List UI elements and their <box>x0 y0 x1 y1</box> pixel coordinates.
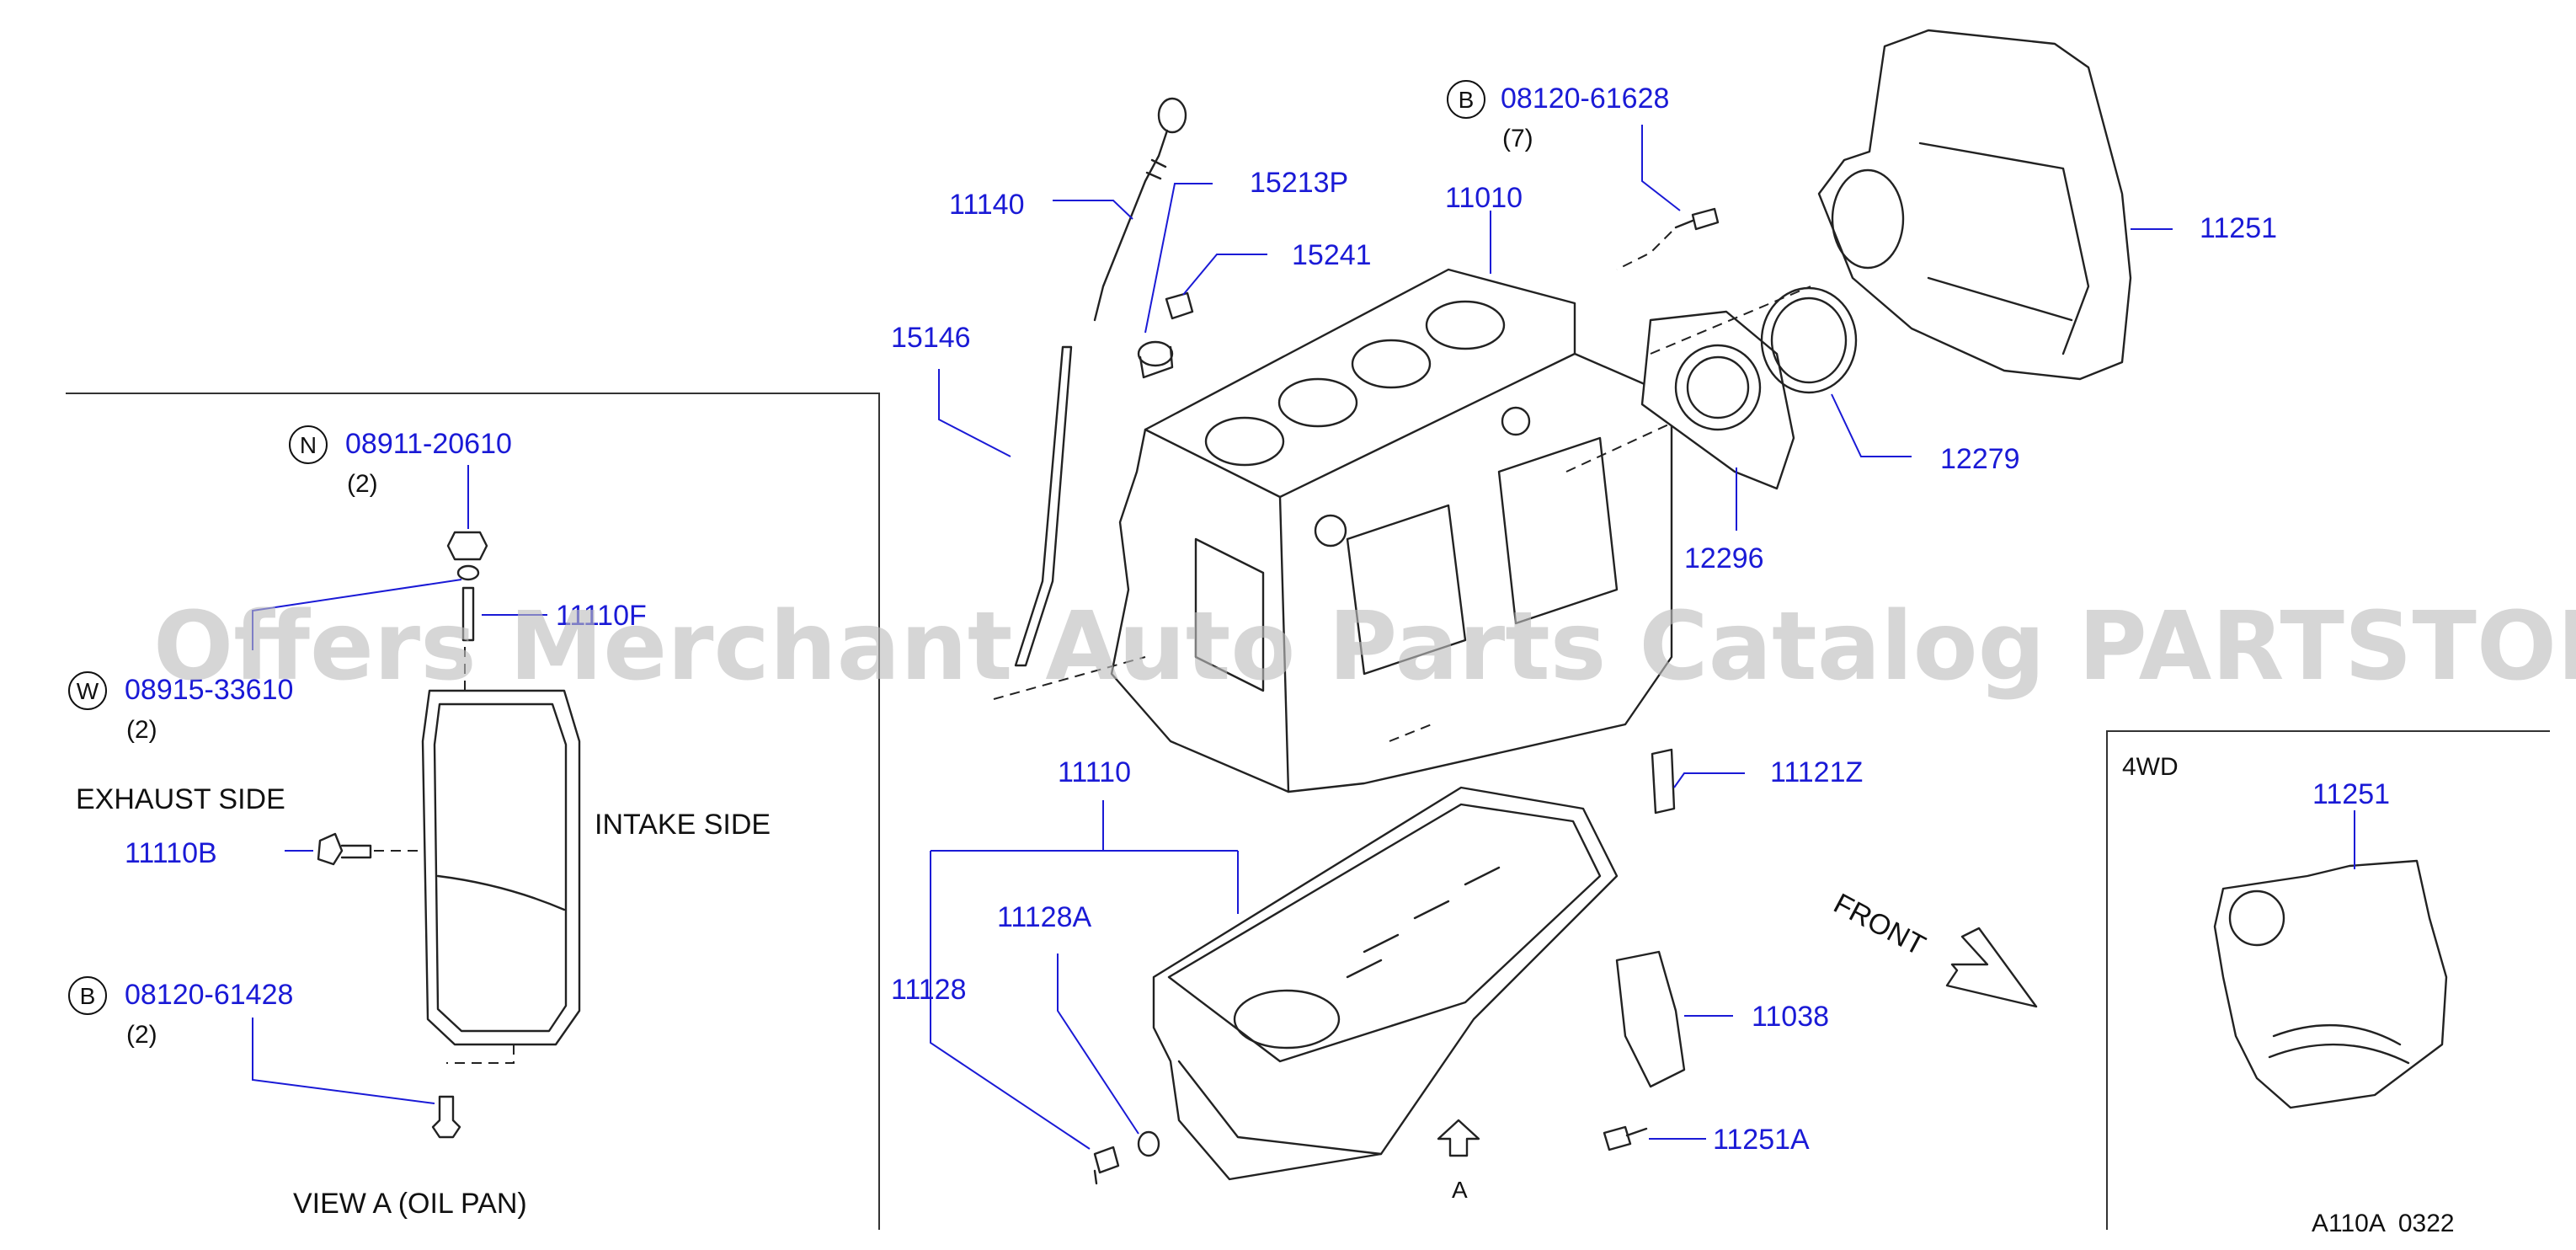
4wd-inset-frame <box>2106 730 2550 1230</box>
diagram-code: A110A 0322 <box>2312 1210 2455 1237</box>
plug-15241 <box>1165 291 1194 320</box>
washer-11128A <box>1137 1130 1160 1157</box>
oil-pan-view-frame <box>66 393 880 1230</box>
label-11128A: 11128A <box>997 901 1091 933</box>
label-11251: 11251 <box>2200 212 2277 244</box>
bolt-11251A <box>1603 1125 1648 1151</box>
callout-letter: B <box>80 983 96 1009</box>
drain-plug-11128 <box>1093 1146 1120 1185</box>
callout-letter: B <box>1459 87 1475 113</box>
callout-number: 08120-61628 <box>1501 83 1669 115</box>
callout-number: 08911-20610 <box>345 428 512 460</box>
label-15213P: 15213P <box>1250 167 1348 199</box>
label-15241: 15241 <box>1292 239 1372 271</box>
callout-qty: (7) <box>1502 125 1533 152</box>
label-11110: 11110 <box>1058 756 1131 788</box>
label-11010: 11010 <box>1445 182 1523 214</box>
dipstick-guide-15146 <box>1014 345 1073 667</box>
oil-pan-11110 <box>1152 786 1619 1181</box>
4wd-rear-plate-11251 <box>2213 859 2448 1109</box>
bolt-11110B <box>317 832 421 866</box>
label-11140: 11140 <box>949 189 1025 221</box>
arrow-a-label: A <box>1452 1177 1468 1203</box>
cylinder-block <box>993 268 1677 793</box>
rear-oil-seal-12279 <box>1760 286 1858 394</box>
view-a-arrow: A <box>1437 1119 1480 1203</box>
label-12296: 12296 <box>1684 542 1764 574</box>
bolt-08120-61428 <box>431 1095 461 1139</box>
exhaust-side-label: EXHAUST SIDE <box>76 783 285 815</box>
callout-letter: N <box>300 432 317 458</box>
label-11251-4wd: 11251 <box>2312 778 2390 810</box>
stud-11110F <box>461 586 475 642</box>
bolt-08120-61628 <box>1616 207 1720 270</box>
label-11110B: 11110B <box>125 837 217 869</box>
label-15146: 15146 <box>891 322 971 354</box>
label-11121Z: 11121Z <box>1770 756 1863 788</box>
callout-b-08120-61428: B 08120-61428 (2) <box>68 976 293 1049</box>
leader-lines <box>252 125 2355 1150</box>
callout-w-08915-33610: W 08915-33610 (2) <box>68 671 293 744</box>
oil-jet-15213P <box>1137 340 1174 379</box>
dipstick-11140 <box>1093 97 1187 322</box>
bracket-11038 <box>1615 950 1686 1088</box>
callout-b-08120-61628: B 08120-61628 (7) <box>1447 80 1669 152</box>
watermark: Offers Merchant Auto Parts Catalog PARTS… <box>153 592 2576 702</box>
washer-08915-33610 <box>456 564 480 581</box>
front-label: FRONT <box>1828 888 1930 963</box>
callout-letter: W <box>77 678 99 704</box>
callout-qty: (2) <box>126 716 157 744</box>
oil-level-gauge-11121Z <box>1651 748 1676 815</box>
4wd-label: 4WD <box>2122 753 2179 781</box>
callout-number: 08915-33610 <box>125 674 293 706</box>
front-arrow: FRONT <box>1828 888 2038 1008</box>
nut-08911-20610 <box>446 531 488 561</box>
label-11038: 11038 <box>1752 1001 1829 1033</box>
label-11110F: 11110F <box>556 600 647 632</box>
callout-number: 08120-61428 <box>125 979 293 1011</box>
label-12279: 12279 <box>1940 443 2020 475</box>
rear-plate-11251 <box>1650 29 2132 381</box>
label-11128: 11128 <box>891 974 967 1006</box>
callout-n-08911-20610: N 08911-20610 (2) <box>289 425 512 498</box>
view-a-caption: VIEW A (OIL PAN) <box>293 1188 527 1220</box>
callout-qty: (2) <box>126 1021 157 1049</box>
callout-qty: (2) <box>347 470 378 498</box>
intake-side-label: INTAKE SIDE <box>595 809 771 841</box>
label-11251A: 11251A <box>1713 1124 1810 1156</box>
